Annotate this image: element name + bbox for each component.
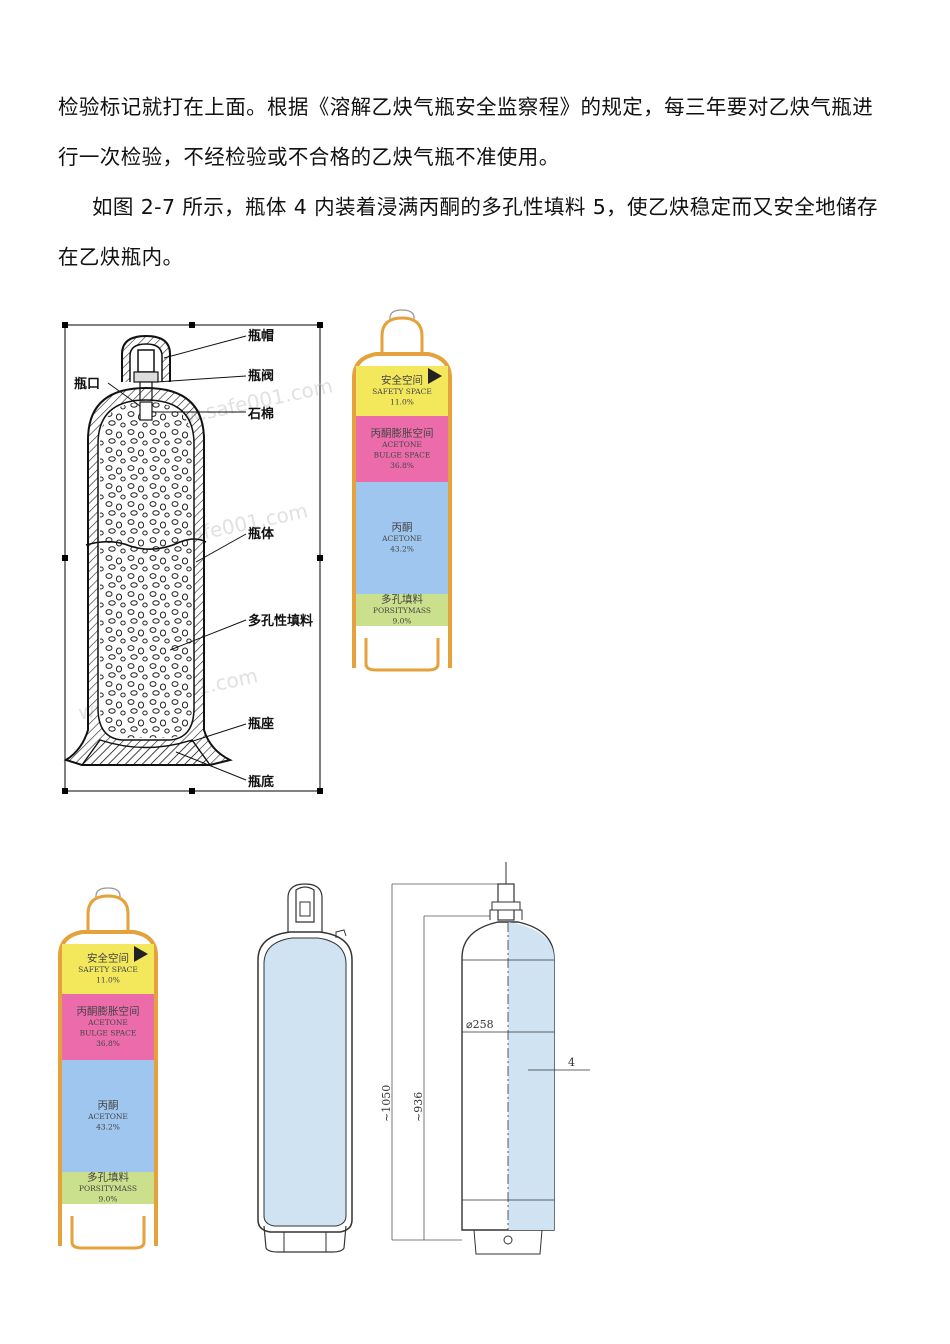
band-label-acetone-bulge-space: 36.8% [390,461,414,470]
label-body: 瓶体 [248,526,275,542]
band-label-acetone-bulge-space: ACETONE [87,1018,128,1027]
band-acetone [356,482,448,594]
dimension-total: ~1050 [380,1085,393,1122]
seat-shape [80,739,212,766]
label-bottom: 瓶底 [248,774,274,790]
band-label-safety-space: 安全空间 [87,952,129,965]
band-label-safety-space: 11.0% [390,398,414,407]
band-label-porous-mass: 多孔填料 [381,593,423,606]
label-asbestos: 石棉 [247,406,274,422]
band-label-porous-mass: 9.0% [392,617,411,626]
band-label-acetone-bulge-space: 丙酮膨胀空间 [77,1004,140,1017]
band-acetone [62,1060,154,1172]
band-label-porous-mass: 多孔填料 [87,1171,129,1184]
band-acetone-bulge-space [356,416,448,482]
valve-arrow-icon [134,946,148,962]
band-label-acetone: 43.2% [390,545,414,554]
band-label-acetone: ACETONE [87,1112,128,1121]
band-label-acetone: ACETONE [381,534,422,543]
valve-arrow-icon [428,368,442,384]
band-label-acetone: 丙酮 [98,1100,119,1112]
paragraph-1: 检验标记就打在上面。根据《溶解乙炔气瓶安全监察程》的规定，每三年要对乙炔气瓶进行… [58,95,874,169]
cylinder-outline [352,352,452,668]
band-label-acetone: 43.2% [96,1123,120,1132]
band-porous-mass [356,594,448,626]
band-acetone-bulge-space [62,994,154,1060]
band-label-safety-space: SAFETY SPACE [78,965,138,974]
valve-shape [137,349,155,373]
band-label-safety-space: SAFETY SPACE [372,387,432,396]
label-filler: 多孔性填料 [248,613,313,629]
band-label-safety-space: 安全空间 [381,374,423,387]
band-label-safety-space: 11.0% [96,976,120,985]
band-label-porous-mass: 9.0% [98,1195,117,1204]
band-label-acetone-bulge-space: BULGE SPACE [80,1028,137,1037]
band-label-acetone-bulge-space: 丙酮膨胀空间 [371,426,434,439]
band-label-porous-mass: PORSITYMASS [79,1184,137,1193]
band-label-acetone-bulge-space: ACETONE [381,440,422,449]
cylinder-outline-figure [257,883,353,1253]
band-label-acetone-bulge-space: 36.8% [96,1039,120,1048]
diameter-label: ⌀258 [466,1018,494,1031]
band-label-porous-mass: PORSITYMASS [373,606,431,615]
label-mouth: 瓶口 [74,376,100,392]
cylinder-cutaway-figure: www.safe001.com www.safe001.com www.safe… [62,322,335,794]
label-seat: 瓶座 [248,716,274,732]
label-valve: 瓶阀 [248,368,274,384]
band-porous-mass [62,1172,154,1204]
part-number: 4 [568,1056,575,1069]
dimension-body: ~936 [412,1092,425,1122]
paragraph-2: 如图 2-7 所示，瓶体 4 内装着浸满丙酮的多孔性填料 5，使乙炔稳定而又安全… [58,182,892,282]
label-cap: 瓶帽 [248,328,274,344]
band-label-acetone-bulge-space: BULGE SPACE [374,450,431,459]
paragraph-2-text: 如图 2-7 所示，瓶体 4 内装着浸满丙酮的多孔性填料 5，使乙炔稳定而又安全… [58,195,878,269]
neck-shape [380,316,424,356]
band-label-acetone: 丙酮 [392,522,413,534]
selection-handles [62,322,323,794]
dimensioned-drawing: ~1050 ~936 ⌀258 4 [380,862,590,1255]
